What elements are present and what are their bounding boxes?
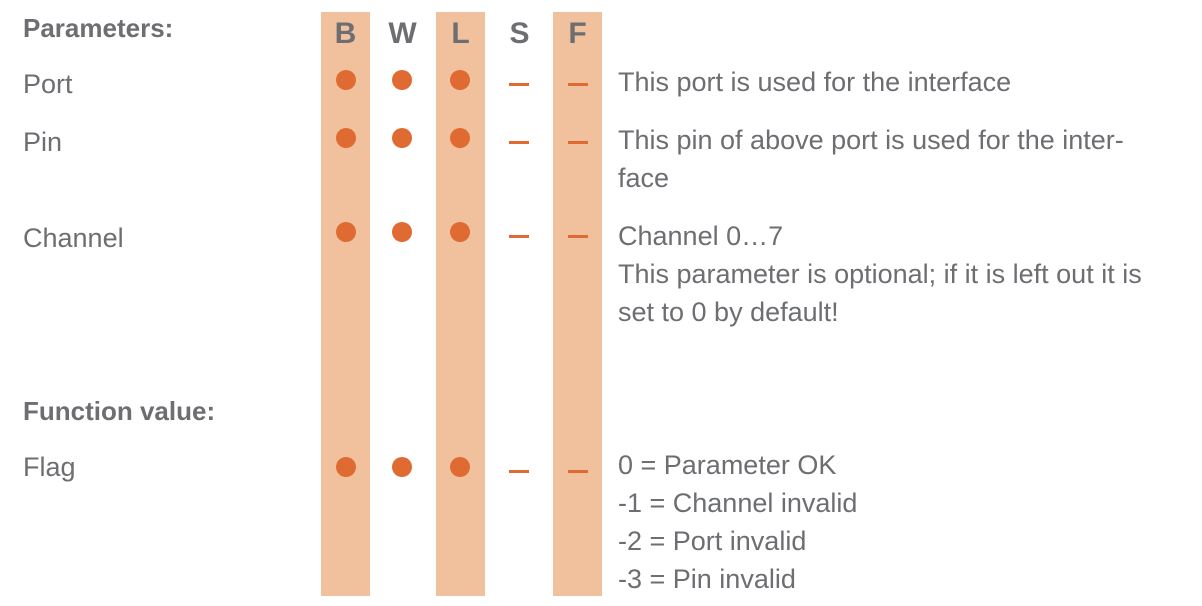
- function-value-heading: Function value:: [23, 396, 216, 426]
- param-name-pin: Pin: [23, 127, 63, 157]
- port-description: This port is used for the interface: [618, 63, 1193, 101]
- port-description-line: This port is used for the interface: [618, 67, 1012, 97]
- supported-dot-port-b: [336, 70, 356, 90]
- unsupported-dash-flag-s: [509, 470, 529, 473]
- pin-description: This pin of above port is used for the i…: [618, 121, 1193, 197]
- flag-description-line: -1 = Channel invalid: [618, 488, 858, 518]
- flag-description: 0 = Parameter OK -1 = Channel invalid -2…: [618, 446, 1193, 598]
- unsupported-dash-channel-f: [568, 235, 588, 238]
- supported-dot-flag-l: [450, 457, 470, 477]
- unsupported-dash-flag-f: [568, 470, 588, 473]
- channel-description: Channel 0…7 This parameter is optional; …: [618, 217, 1193, 331]
- param-name-port: Port: [23, 69, 73, 99]
- supported-dot-port-l: [450, 70, 470, 90]
- supported-dot-flag-w: [392, 457, 412, 477]
- unsupported-dash-port-s: [509, 83, 529, 86]
- column-header-w: W: [388, 17, 417, 50]
- channel-description-line: This parameter is optional; if it is lef…: [618, 259, 1142, 289]
- column-header-l: L: [451, 17, 470, 50]
- pin-description-line: This pin of above port is used for the i…: [618, 125, 1124, 155]
- supported-dot-channel-b: [336, 222, 356, 242]
- unsupported-dash-pin-s: [509, 141, 529, 144]
- supported-dot-channel-w: [392, 222, 412, 242]
- column-header-f: F: [568, 17, 587, 50]
- channel-description-line: Channel 0…7: [618, 221, 784, 251]
- column-header-s: S: [509, 17, 530, 50]
- column-stripe-f: [553, 12, 602, 596]
- param-name-channel: Channel: [23, 223, 124, 253]
- channel-description-line: set to 0 by default!: [618, 297, 839, 327]
- flag-description-line: -2 = Port invalid: [618, 526, 807, 556]
- parameters-heading: Parameters:: [23, 13, 174, 43]
- flag-description-line: -3 = Pin invalid: [618, 564, 796, 594]
- supported-dot-channel-l: [450, 222, 470, 242]
- column-header-b: B: [334, 17, 357, 50]
- param-name-flag: Flag: [23, 452, 76, 482]
- column-stripe-l: [436, 12, 485, 596]
- pin-description-line: face: [618, 163, 670, 193]
- supported-dot-pin-w: [392, 128, 412, 148]
- unsupported-dash-port-f: [568, 83, 588, 86]
- supported-dot-port-w: [392, 70, 412, 90]
- supported-dot-pin-b: [336, 128, 356, 148]
- column-stripe-b: [321, 12, 370, 596]
- unsupported-dash-channel-s: [509, 235, 529, 238]
- supported-dot-flag-b: [336, 457, 356, 477]
- supported-dot-pin-l: [450, 128, 470, 148]
- unsupported-dash-pin-f: [568, 141, 588, 144]
- flag-description-line: 0 = Parameter OK: [618, 450, 837, 480]
